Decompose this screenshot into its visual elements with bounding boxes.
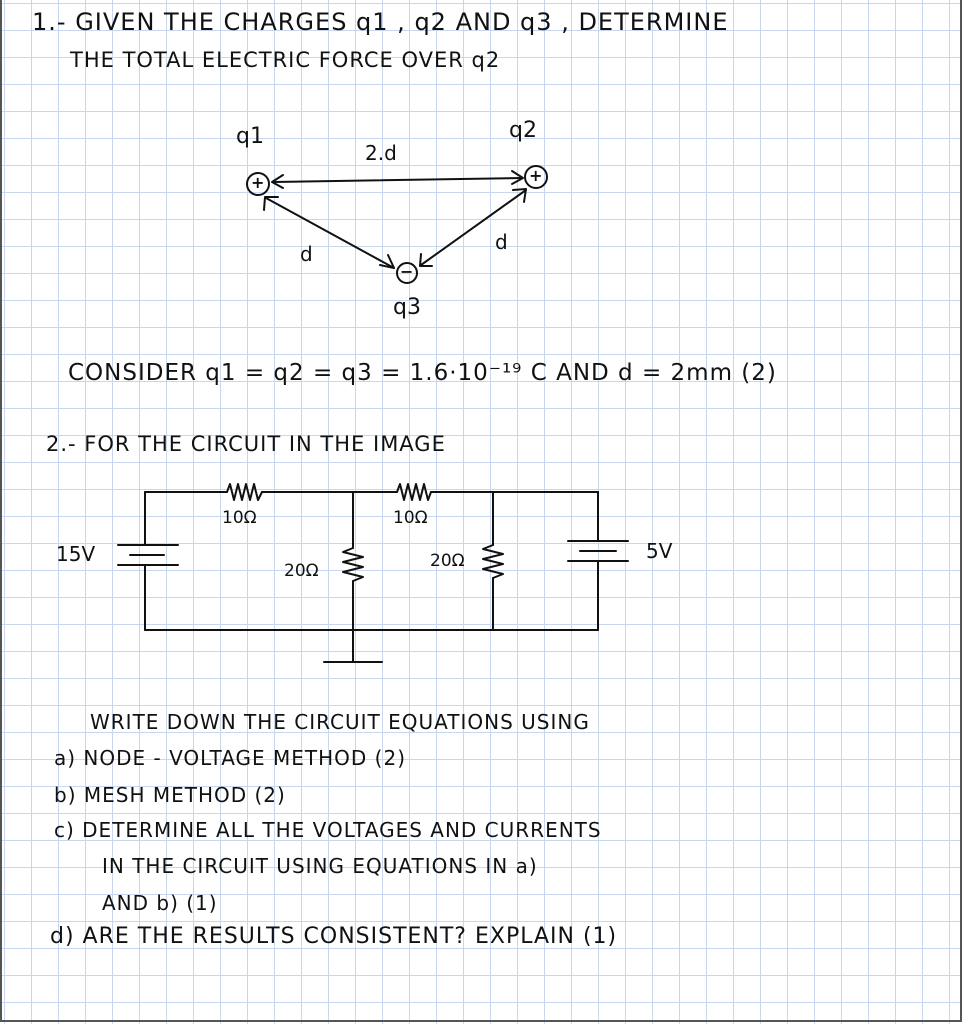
q1-label: q1 (236, 124, 264, 149)
resistor-top-left-label: 10Ω (222, 508, 257, 528)
instruction-write: WRITE DOWN THE CIRCUIT EQUATIONS USING (90, 710, 590, 734)
source-left-label: 15V (56, 542, 96, 566)
problem2-title: 2.- FOR THE CIRCUIT IN THE IMAGE (46, 432, 446, 456)
question-c-line3: AND b) (1) (102, 891, 218, 915)
source-right-label: 5V (646, 539, 673, 563)
question-c-line1: c) DETERMINE ALL THE VOLTAGES AND CURREN… (54, 818, 602, 842)
circuit-diagram (117, 483, 629, 663)
question-c-line2: IN THE CIRCUIT USING EQUATIONS IN a) (102, 854, 538, 878)
arrow-head-q1 (271, 174, 284, 189)
arrow-q3-q2 (420, 189, 527, 266)
arrow-q1-q3 (265, 197, 395, 269)
resistor-top-right (396, 483, 432, 501)
problem1-line1: 1.- GIVEN THE CHARGES q1 , q2 AND q3 , D… (32, 8, 729, 36)
distance-right-label: d (495, 230, 508, 254)
question-d: d) ARE THE RESULTS CONSISTENT? EXPLAIN (… (50, 924, 618, 949)
q3-label: q3 (393, 295, 421, 320)
arrow-head-q3-right (419, 253, 433, 267)
arrow-head-q1-left (263, 196, 279, 211)
q3-circle (396, 262, 418, 284)
q2-circle (524, 165, 548, 189)
resistor-mid-right-label: 20Ω (430, 551, 465, 571)
arrow-head-q3-left (379, 254, 395, 269)
arrow-head-q2 (511, 170, 524, 185)
distance-left-label: d (300, 242, 313, 266)
question-b: b) MESH METHOD (2) (54, 783, 286, 807)
resistor-mid-left-label: 20Ω (284, 561, 319, 581)
resistor-top-left (226, 483, 263, 501)
question-a: a) NODE - VOLTAGE METHOD (2) (54, 746, 407, 770)
distance-top-label: 2.d (365, 141, 397, 165)
arrow-head-q2-right (512, 188, 527, 203)
q2-label: q2 (509, 118, 537, 143)
q1-circle (246, 172, 270, 196)
resistor-top-right-label: 10Ω (393, 508, 428, 528)
consider-statement: CONSIDER q1 = q2 = q3 = 1.6·10⁻¹⁹ C AND … (68, 360, 777, 386)
q1-plus-sign: + (251, 173, 265, 192)
q3-minus-sign: − (400, 262, 414, 281)
problem1-line2: THE TOTAL ELECTRIC FORCE OVER q2 (70, 48, 501, 72)
resistor-mid-right (482, 544, 504, 579)
arrow-q1-q2 (273, 177, 523, 183)
q2-plus-sign: + (529, 166, 543, 185)
resistor-mid-left (342, 547, 364, 582)
